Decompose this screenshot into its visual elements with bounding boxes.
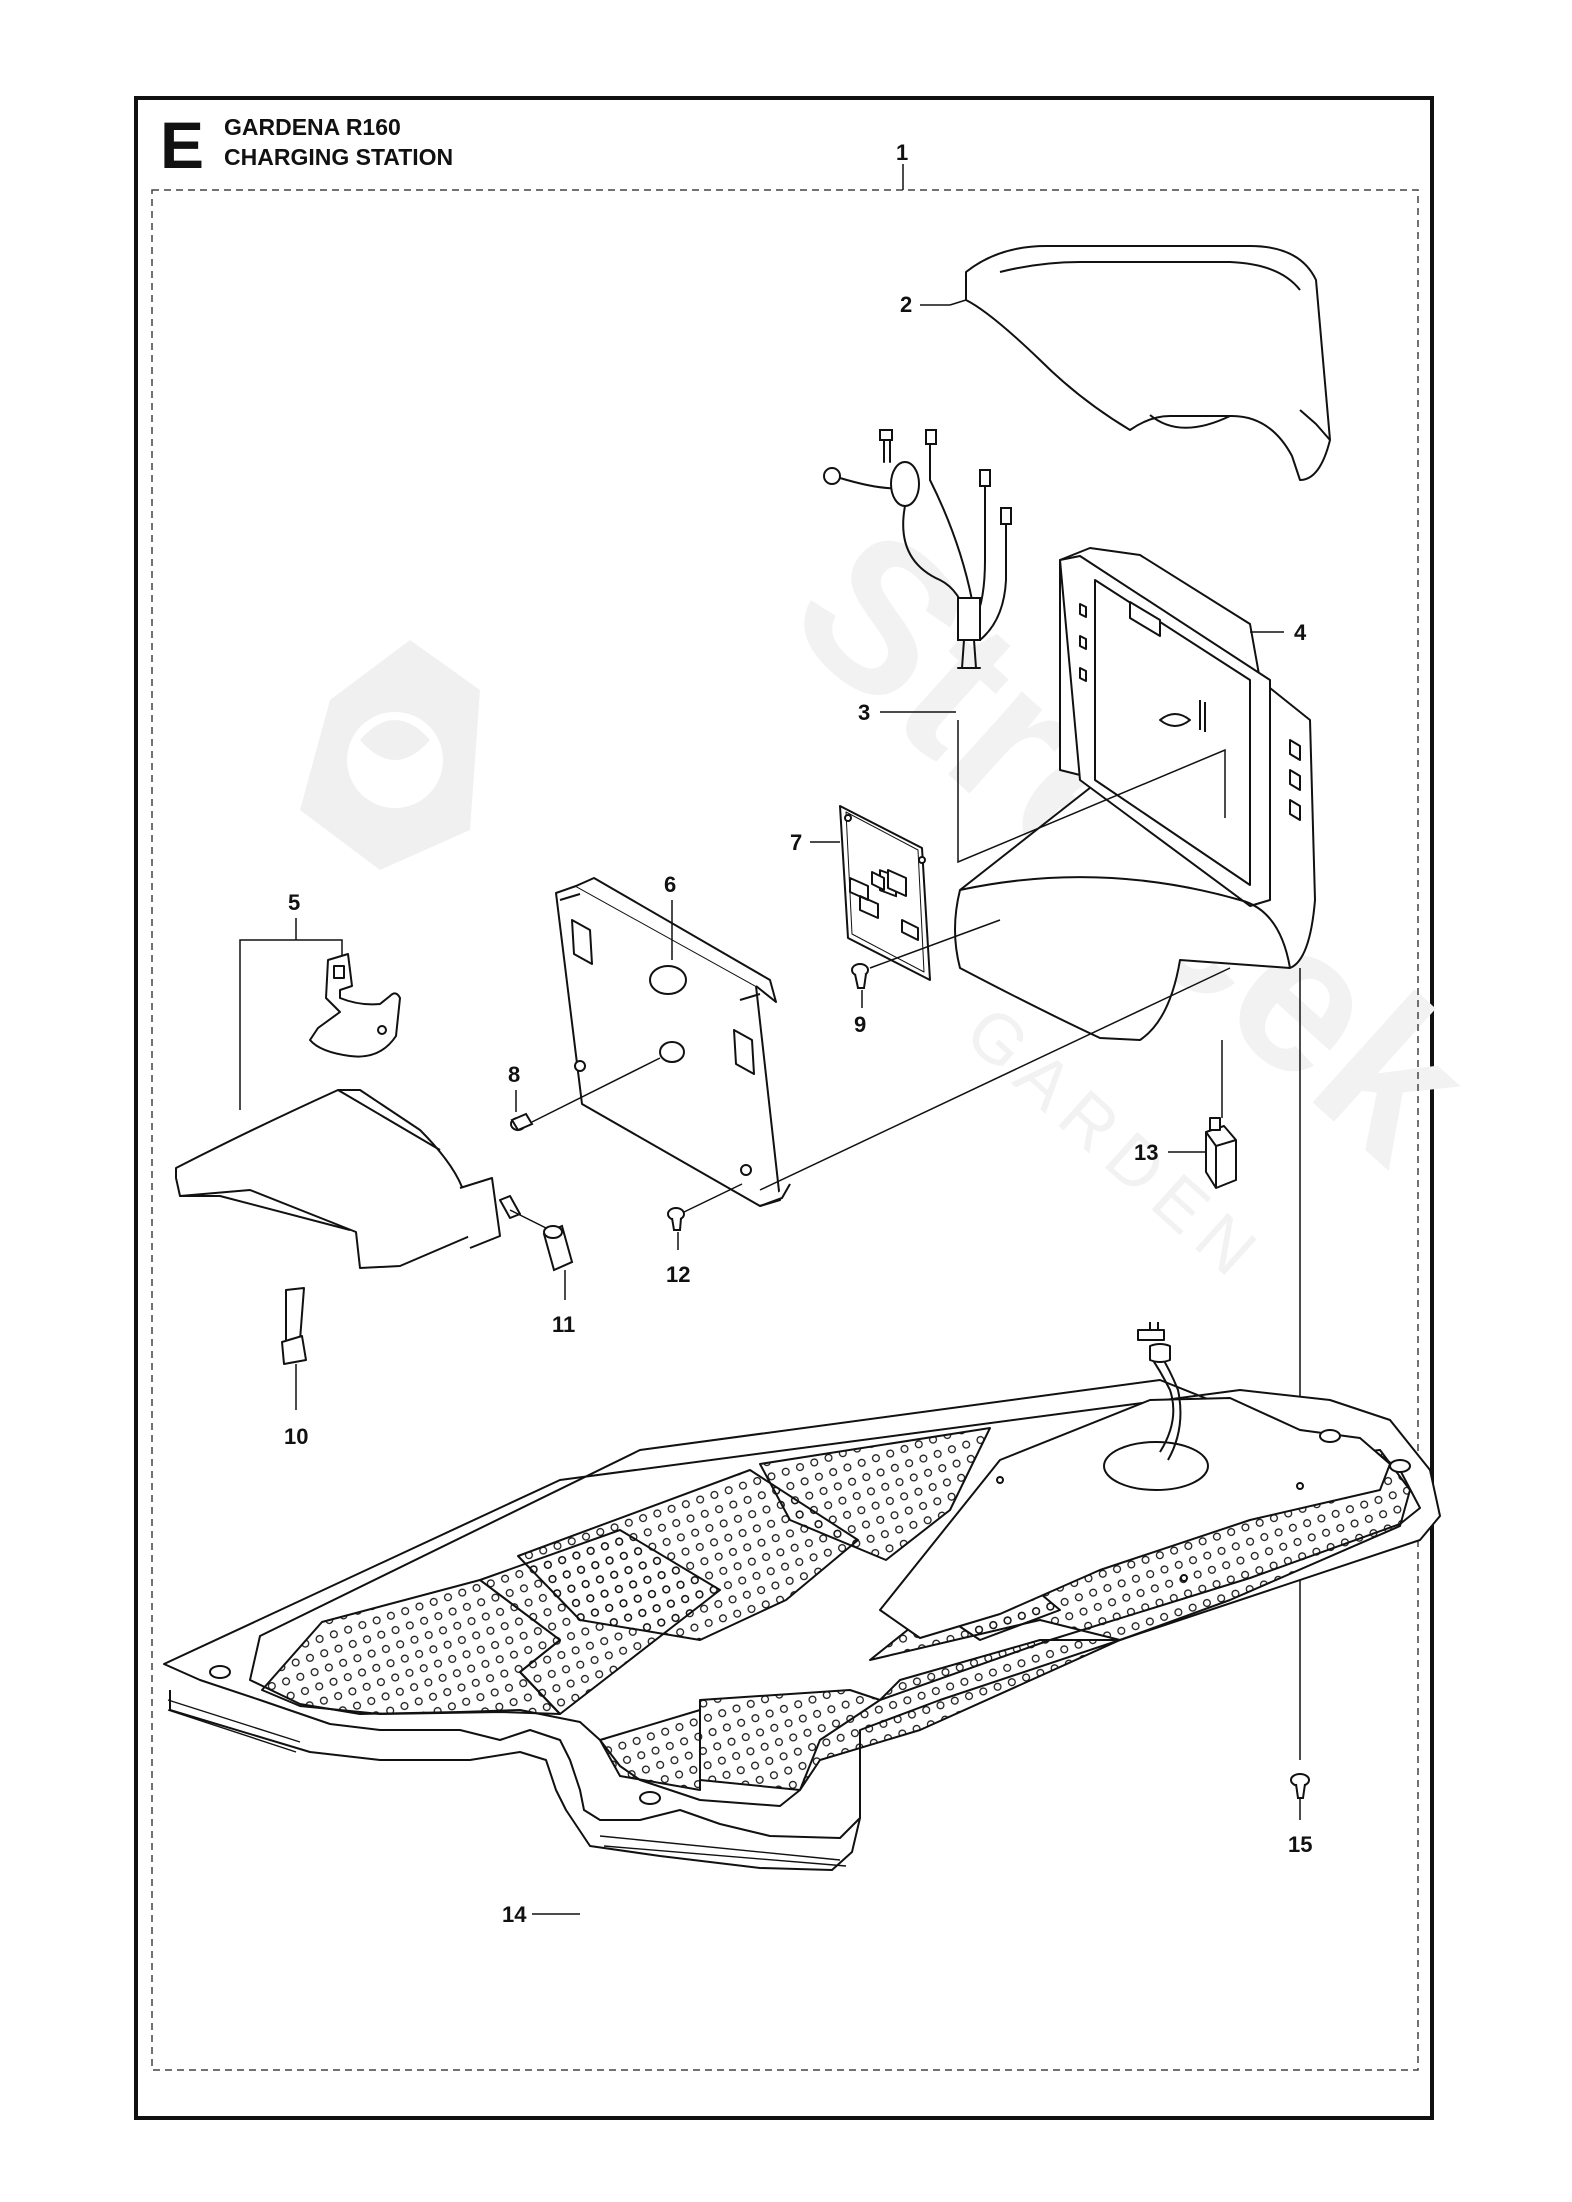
- callout-14: 14: [502, 1902, 527, 1927]
- part-12-screw: [667, 1207, 685, 1231]
- callout-15: 15: [1288, 1832, 1312, 1857]
- part-4-housing: [954, 547, 1316, 1041]
- leader-12b: [683, 1183, 743, 1213]
- callout-9: 9: [854, 1012, 866, 1037]
- part-2-cover: [965, 244, 1331, 481]
- callout-12: 12: [666, 1262, 690, 1287]
- callout-13: 13: [1134, 1140, 1158, 1165]
- leader-9b: [869, 919, 1001, 969]
- part-6-back-plate: [555, 877, 791, 1207]
- assembly-boundary: [151, 189, 1419, 2071]
- callout-1: 1: [896, 140, 908, 165]
- leader-6b: [759, 967, 1231, 1191]
- part-7-circuit-board: [839, 805, 931, 981]
- callout-2: 2: [900, 292, 912, 317]
- part-15-screw: [1290, 1773, 1310, 1799]
- part-5-ramp: [175, 1089, 521, 1269]
- callout-10: 10: [284, 1424, 308, 1449]
- part-9-screw: [851, 963, 869, 989]
- leader-11b: [509, 1209, 547, 1229]
- leader-5: [239, 918, 343, 1110]
- callout-6: 6: [664, 872, 676, 897]
- diagram-frame: [134, 96, 1434, 2120]
- part-14-base-plate: [163, 1322, 1441, 1871]
- leader-8b: [531, 1057, 661, 1123]
- callout-4: 4: [1294, 620, 1307, 645]
- section-letter: E: [160, 108, 205, 182]
- part-11-pin: [542, 1224, 574, 1272]
- watermark-logo: [300, 640, 480, 870]
- model-title: GARDENA R160: [224, 114, 401, 140]
- callout-7: 7: [790, 830, 802, 855]
- part-10-strap: [281, 1287, 307, 1365]
- leader-3b: [957, 720, 1226, 864]
- callout-5: 5: [288, 890, 300, 915]
- callout-8: 8: [508, 1062, 520, 1087]
- part-8-pin: [510, 1112, 534, 1132]
- leader-2: [949, 299, 967, 306]
- part-3-wiring: [823, 429, 1012, 669]
- part-5-clip: [309, 953, 401, 1058]
- part-13-connector: [1205, 1117, 1237, 1189]
- assembly-title: CHARGING STATION: [224, 144, 454, 170]
- callout-11: 11: [552, 1312, 575, 1337]
- callout-3: 3: [858, 700, 870, 725]
